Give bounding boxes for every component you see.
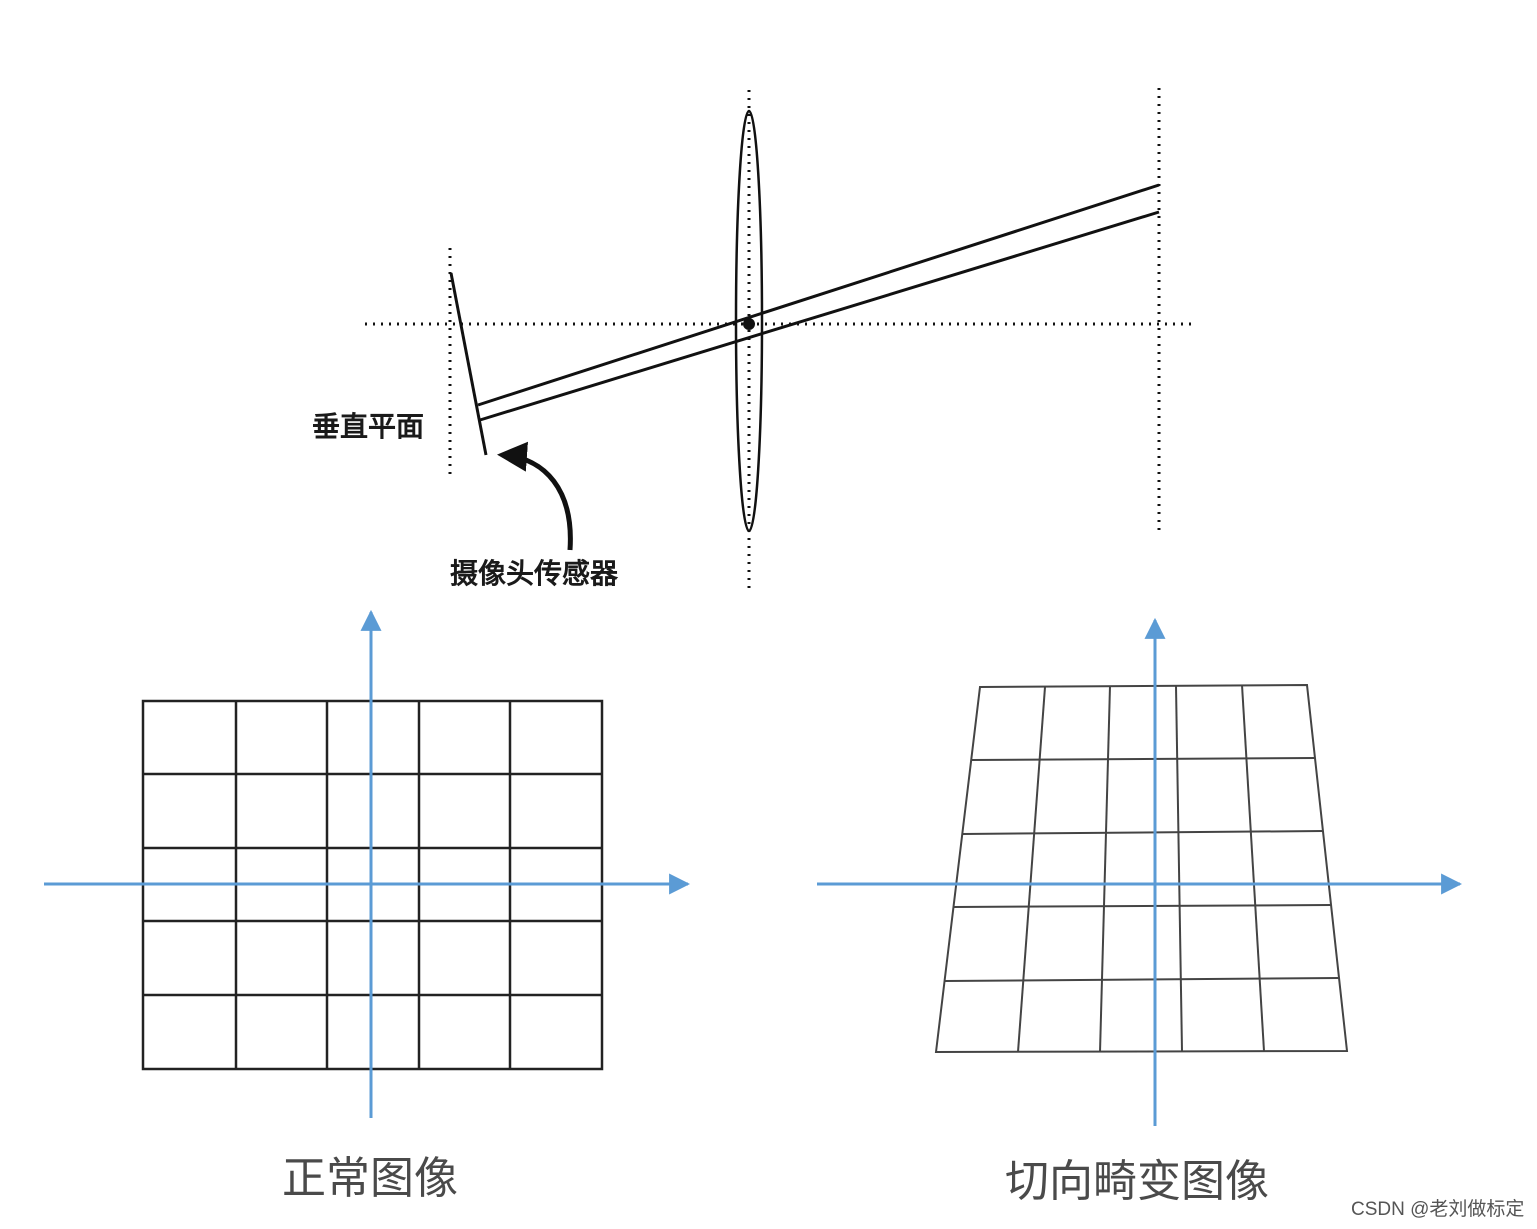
tangential-image-panel: 切向畸变图像 — [817, 617, 1463, 1207]
tangential-grid-row-line — [971, 757, 1316, 761]
ray-lower — [479, 210, 1160, 422]
tangential-grid — [934, 683, 1349, 1054]
csdn-watermark: CSDN @老刘做标定 — [1351, 1198, 1524, 1220]
tangential-grid-border — [934, 683, 1349, 1054]
sensor-pointer-arrow — [497, 441, 573, 551]
vertical-plane-label: 垂直平面 — [312, 410, 424, 443]
ray-upper — [477, 183, 1160, 407]
camera-sensor — [449, 272, 488, 456]
tangential-grid-col-line — [1175, 685, 1183, 1052]
camera-sensor-label: 摄像头传感器 — [450, 557, 619, 590]
normal-image-caption: 正常图像 — [282, 1153, 458, 1204]
tangential-grid-row-line — [944, 977, 1340, 982]
lens-center-point — [743, 318, 755, 330]
tangential-image-caption: 切向畸变图像 — [1005, 1156, 1269, 1207]
normal-image-panel: 正常图像 — [44, 609, 691, 1204]
tangential-grid-row-line — [953, 904, 1332, 908]
tangential-grid-col-line — [1099, 685, 1111, 1053]
tangential-grid-col-line — [1241, 684, 1265, 1052]
optics-diagram: 垂直平面 摄像头传感器 — [312, 88, 1195, 590]
tangential-grid-row-line — [962, 830, 1324, 835]
tangential-grid-col-line — [1017, 686, 1046, 1053]
